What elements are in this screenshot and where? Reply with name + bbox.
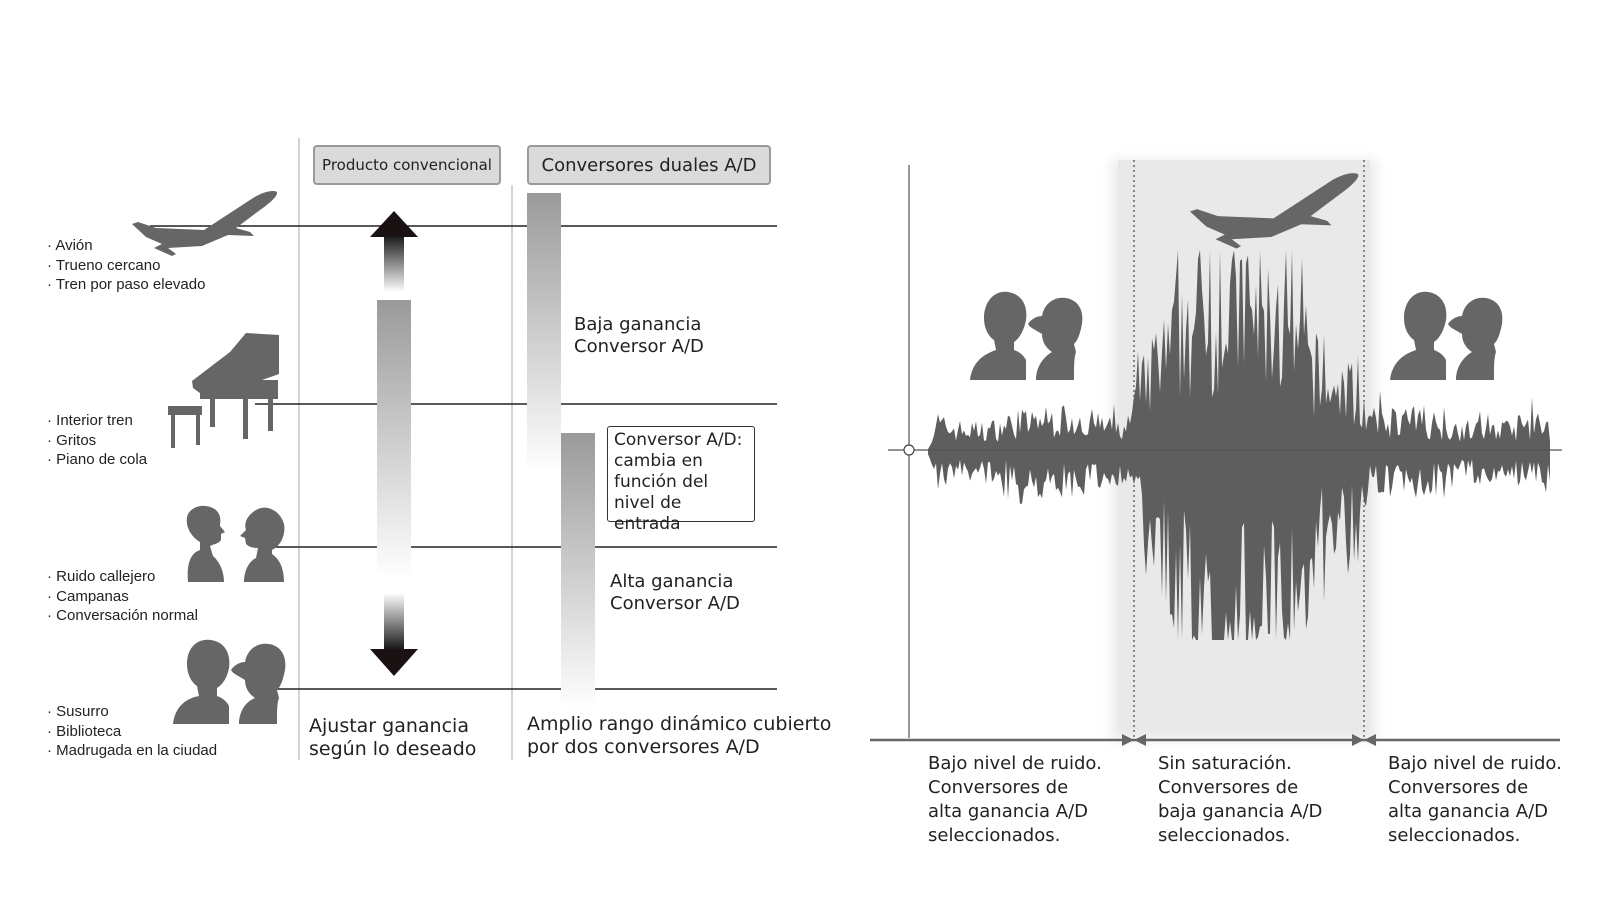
note-line: cambia en bbox=[614, 451, 703, 471]
source-item: Gritos bbox=[47, 431, 147, 451]
source-item: Avión bbox=[47, 236, 205, 256]
origin-marker bbox=[903, 444, 915, 456]
source-list-normal: Ruido callejero Campanas Conversación no… bbox=[47, 567, 198, 626]
two-people-whispering-icon bbox=[1390, 291, 1503, 380]
airplane-icon bbox=[1190, 173, 1359, 249]
high-gain-label: Alta ganancia Conversor A/D bbox=[610, 571, 740, 615]
header-conventional-label: Producto convencional bbox=[322, 156, 492, 174]
source-item: Interior tren bbox=[47, 411, 147, 431]
source-item: Ruido callejero bbox=[47, 567, 198, 587]
conventional-range-bar bbox=[377, 300, 411, 579]
segment-caption-left: Bajo nivel de ruido. Conversores de alta… bbox=[928, 752, 1102, 848]
low-gain-line: Conversor A/D bbox=[574, 336, 704, 357]
note-line: nivel de entrada bbox=[614, 493, 682, 534]
caption-line: Ajustar ganancia bbox=[309, 715, 469, 737]
caption-line: Sin saturación. bbox=[1158, 753, 1292, 774]
caption-dual: Amplio rango dinámico cubierto por dos c… bbox=[527, 713, 831, 759]
segment-caption-right: Bajo nivel de ruido. Conversores de alta… bbox=[1388, 752, 1562, 848]
caption-line: seleccionados. bbox=[1388, 825, 1521, 846]
note-line: función del bbox=[614, 472, 709, 492]
caption-line: Conversores de bbox=[1158, 777, 1299, 798]
caption-line: Amplio rango dinámico cubierto bbox=[527, 713, 832, 735]
caption-line: alta ganancia A/D bbox=[1388, 801, 1549, 822]
source-item: Biblioteca bbox=[47, 722, 217, 742]
gain-up-arrow bbox=[370, 211, 418, 292]
caption-line: seleccionados. bbox=[1158, 825, 1291, 846]
two-people-whispering-icon bbox=[970, 291, 1083, 380]
segment-caption-center: Sin saturación. Conversores de baja gana… bbox=[1158, 752, 1322, 848]
source-list-loud: Avión Trueno cercano Tren por paso eleva… bbox=[47, 236, 205, 295]
two-people-talking-icon bbox=[186, 505, 285, 582]
caption-line: alta ganancia A/D bbox=[928, 801, 1089, 822]
header-conventional-product: Producto convencional bbox=[313, 145, 501, 185]
source-item: Tren por paso elevado bbox=[47, 275, 206, 295]
caption-line: por dos conversores A/D bbox=[527, 736, 760, 758]
source-list-quiet: Susurro Biblioteca Madrugada en la ciuda… bbox=[47, 702, 217, 761]
caption-line: según lo deseado bbox=[309, 738, 477, 760]
low-gain-range-bar bbox=[527, 193, 561, 473]
source-item: Campanas bbox=[47, 587, 198, 607]
gain-down-arrow bbox=[370, 593, 418, 676]
converter-switch-note: Conversor A/D: cambia en función del niv… bbox=[607, 426, 755, 534]
waveform-panel bbox=[870, 160, 1562, 746]
source-list-medium-loud: Interior tren Gritos Piano de cola bbox=[47, 411, 147, 470]
low-gain-label: Baja ganancia Conversor A/D bbox=[574, 314, 704, 358]
source-item: Piano de cola bbox=[47, 450, 147, 470]
caption-line: Bajo nivel de ruido. bbox=[1388, 753, 1562, 774]
source-item: Madrugada en la ciudad bbox=[47, 741, 217, 761]
caption-line: Conversores de bbox=[1388, 777, 1529, 798]
caption-line: Conversores de bbox=[928, 777, 1069, 798]
source-item: Susurro bbox=[47, 702, 217, 722]
caption-line: baja ganancia A/D bbox=[1158, 801, 1323, 822]
source-item: Conversación normal bbox=[47, 606, 198, 626]
header-dual-label: Conversores duales A/D bbox=[541, 154, 757, 176]
segment-arrows bbox=[870, 734, 1560, 746]
high-gain-line: Alta ganancia bbox=[610, 571, 734, 592]
caption-line: Bajo nivel de ruido. bbox=[928, 753, 1102, 774]
source-item: Trueno cercano bbox=[47, 256, 205, 276]
audio-waveform bbox=[928, 250, 1550, 640]
low-gain-line: Baja ganancia bbox=[574, 314, 702, 335]
grand-piano-icon bbox=[168, 333, 279, 448]
high-gain-range-bar bbox=[561, 433, 595, 709]
caption-line: seleccionados. bbox=[928, 825, 1061, 846]
caption-conventional: Ajustar ganancia según lo deseado bbox=[309, 715, 476, 761]
header-dual-converters: Conversores duales A/D bbox=[527, 145, 771, 185]
high-gain-line: Conversor A/D bbox=[610, 593, 740, 614]
note-line: Conversor A/D: bbox=[614, 430, 743, 450]
